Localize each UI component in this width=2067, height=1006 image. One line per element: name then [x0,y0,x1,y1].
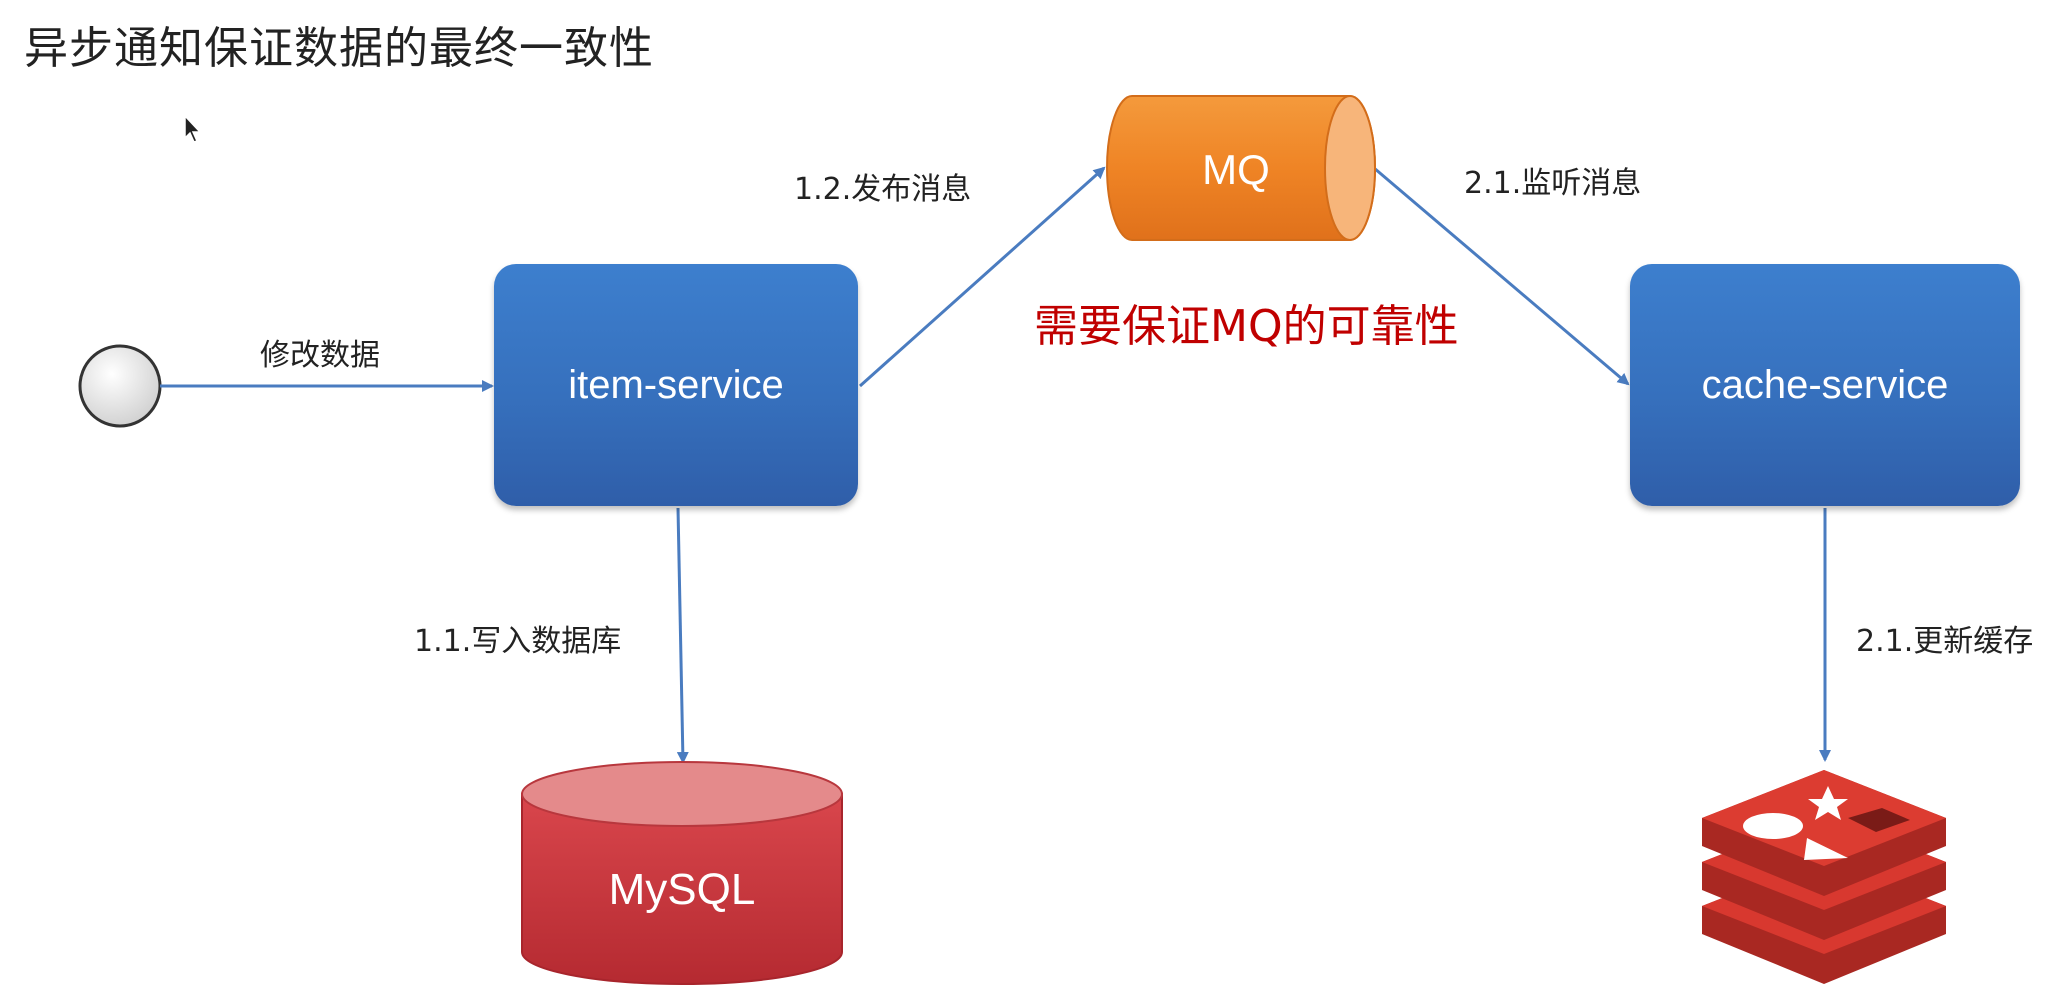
mq-queue: MQ [1106,95,1376,241]
edge-label-write-db: 1.1.写入数据库 [414,624,622,659]
mysql-database: MySQL [521,761,843,985]
redis-logo-icon [1702,770,1946,984]
item-service-box: item-service [494,264,858,506]
item-service-label: item-service [568,362,784,407]
page-title: 异步通知保证数据的最终一致性 [24,23,654,74]
mq-reliability-note: 需要保证MQ的可靠性 [1034,301,1459,352]
cache-service-label: cache-service [1701,362,1949,407]
arrow-write-db [676,507,689,764]
edge-label-modify-data: 修改数据 [260,338,380,373]
edge-label-listen-message: 2.1.监听消息 [1464,166,1642,201]
arrow-listen-message [1373,166,1630,386]
cache-service-box: cache-service [1630,264,2020,506]
start-circle-icon [78,344,162,428]
mouse-cursor-icon [184,114,202,143]
mq-label: MQ [1202,146,1270,193]
edge-label-publish-message: 1.2.发布消息 [794,172,972,207]
mysql-label: MySQL [609,865,756,914]
edge-label-update-cache: 2.1.更新缓存 [1856,624,2034,659]
arrow-publish-message [859,166,1106,388]
